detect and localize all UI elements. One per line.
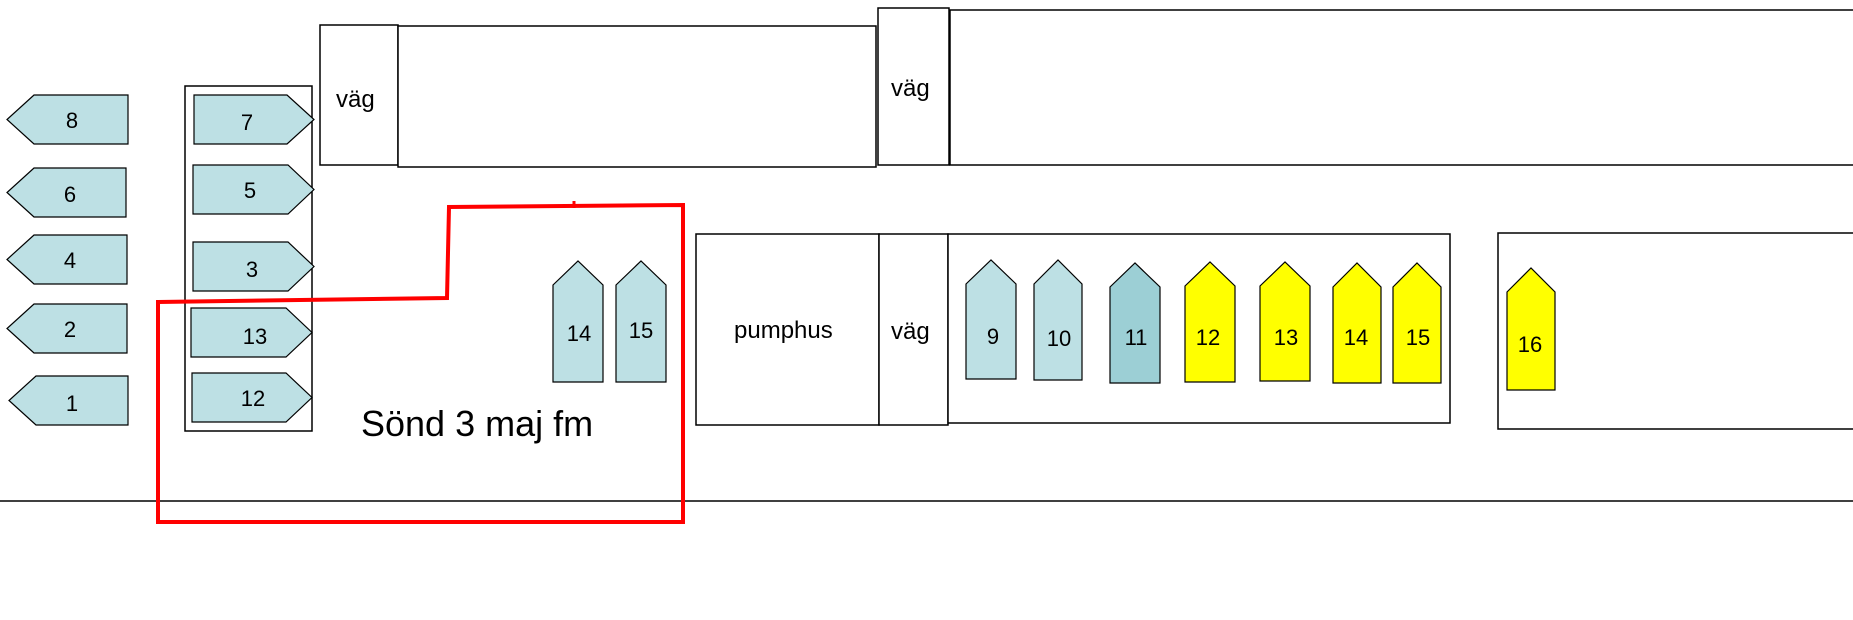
highlight-boat-15-label: 15 <box>629 318 653 343</box>
far-right-boat-16-label: 16 <box>1518 332 1542 357</box>
road-label-2: väg <box>891 75 930 102</box>
pier-boat-10: 10 <box>1033 259 1083 381</box>
rack-boat-12-label: 12 <box>241 386 265 411</box>
highlight-outline <box>156 202 685 524</box>
pier-boat-14: 14 <box>1332 262 1382 384</box>
rack-boat-3: 3 <box>192 241 315 292</box>
rack-boat-13-label: 13 <box>243 324 267 349</box>
left-boat-8-label: 8 <box>66 108 78 133</box>
pump-house-label: pumphus <box>734 317 833 344</box>
rack-boat-13: 13 <box>190 307 313 358</box>
far-right-boat-16: 16 <box>1506 267 1556 391</box>
building-1 <box>397 25 877 168</box>
rack-boat-5: 5 <box>192 164 315 215</box>
highlight-boat-15: 15 <box>615 260 667 383</box>
highlight-boat-14-label: 14 <box>567 321 591 346</box>
pier-boat-9-label: 9 <box>987 324 999 349</box>
rack-boat-12: 12 <box>191 372 313 423</box>
highlight-note: Sönd 3 maj fm <box>361 403 593 444</box>
rack-boat-7-label: 7 <box>241 110 253 135</box>
building-2 <box>949 9 1853 166</box>
rack-boat-5-label: 5 <box>244 178 256 203</box>
rack-boat-7: 7 <box>193 94 315 145</box>
pier-boat-9: 9 <box>965 259 1017 380</box>
left-boat-4-label: 4 <box>64 248 76 273</box>
pier-boat-13: 13 <box>1259 261 1311 382</box>
left-boat-8: 8 <box>6 94 129 145</box>
pier-boat-11: 11 <box>1109 262 1161 384</box>
left-boat-6-label: 6 <box>64 182 76 207</box>
left-boat-2-label: 2 <box>64 317 76 342</box>
road-box-2 <box>877 7 950 166</box>
pier-boat-15-label: 15 <box>1406 325 1430 350</box>
left-boat-1: 1 <box>8 375 129 426</box>
left-boat-1-label: 1 <box>66 391 78 416</box>
road-label-1: väg <box>336 86 375 113</box>
pier-boat-10-label: 10 <box>1047 326 1071 351</box>
pier-boat-13-label: 13 <box>1274 325 1298 350</box>
left-boat-4: 4 <box>6 234 128 285</box>
pier-boat-12-label: 12 <box>1196 325 1220 350</box>
road-label-3: väg <box>891 318 930 345</box>
pier-boat-14-label: 14 <box>1344 325 1368 350</box>
pier-boat-11-label: 11 <box>1125 325 1148 350</box>
pier-boat-15: 15 <box>1392 262 1442 384</box>
highlight-boat-14: 14 <box>552 260 604 383</box>
pier-boat-12: 12 <box>1184 261 1236 383</box>
left-boat-6: 6 <box>6 167 127 218</box>
far-right-box <box>1497 232 1853 430</box>
left-boat-2: 2 <box>6 303 128 354</box>
rack-boat-3-label: 3 <box>246 257 258 282</box>
